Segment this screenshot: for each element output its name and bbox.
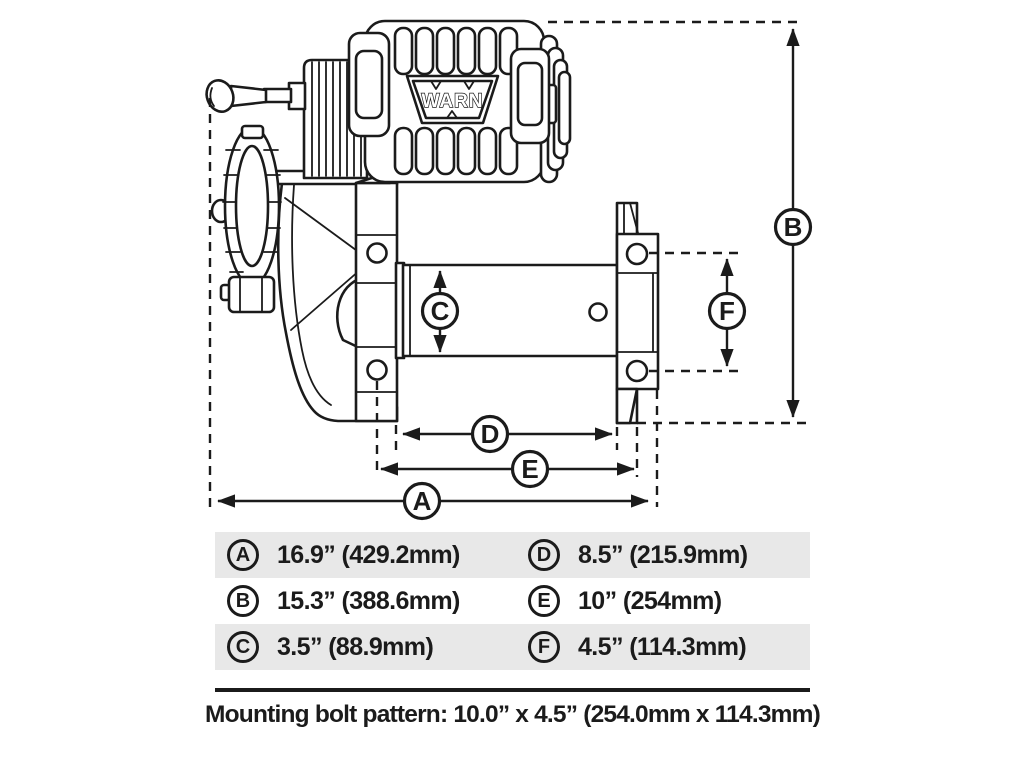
warn-badge: WARN (405, 74, 500, 125)
callout-a-letter: A (413, 486, 432, 516)
lever-knob (205, 79, 235, 113)
table-row: C 3.5” (88.9mm) F 4.5” (114.3mm) (215, 624, 810, 670)
flange-bolt-hole (625, 359, 649, 383)
dimension-value: 10” (254mm) (578, 586, 722, 615)
mount-bolt-hole (366, 242, 388, 264)
table-row: B 15.3” (388.6mm) E 10” (254mm) (215, 578, 810, 624)
callout-b-letter: B (784, 212, 803, 242)
dimension-A: A (217, 481, 649, 521)
row-letter-badge: D (528, 539, 560, 571)
dimension-E: E (380, 449, 635, 489)
row-letter-badge: F (528, 631, 560, 663)
table-cell: A 16.9” (429.2mm) (215, 539, 515, 571)
dimension-table: A 16.9” (429.2mm) D 8.5” (215.9mm) B 15.… (215, 532, 810, 670)
table-cell: C 3.5” (88.9mm) (215, 631, 515, 663)
callout-e-letter: E (521, 454, 538, 484)
table-cell: B 15.3” (388.6mm) (215, 585, 515, 617)
dimension-value: 4.5” (114.3mm) (578, 632, 747, 661)
brand-label: WARN (421, 91, 483, 112)
dimension-callouts: B C F D E (217, 28, 813, 521)
callout-d-letter: D (481, 419, 500, 449)
table-cell: D 8.5” (215.9mm) (515, 539, 810, 571)
dimension-D: D (402, 414, 613, 454)
mounting-bolt-pattern-note: Mounting bolt pattern: 10.0” x 4.5” (254… (205, 701, 821, 728)
row-letter-badge: C (227, 631, 259, 663)
flange-bolt-hole (625, 242, 649, 266)
dimension-B: B (773, 28, 813, 418)
dimension-value: 8.5” (215.9mm) (578, 540, 748, 569)
mount-bolt-hole (366, 359, 388, 381)
extension-lines (208, 20, 806, 508)
clutch-lever (205, 79, 307, 113)
motor-rib-slots (393, 26, 519, 176)
drum-hole (588, 302, 608, 322)
right-mounting-flange (615, 201, 660, 425)
gear-foot (227, 275, 276, 314)
dimension-F: F (707, 258, 747, 367)
table-cell: F 4.5” (114.3mm) (515, 631, 810, 663)
motor-end-cap (539, 34, 572, 184)
table-cell: E 10” (254mm) (515, 585, 810, 617)
motor-housing: WARN (347, 19, 572, 184)
table-row: A 16.9” (429.2mm) D 8.5” (215.9mm) (215, 532, 810, 578)
ring-gear (210, 124, 282, 314)
dimension-value: 15.3” (388.6mm) (277, 586, 460, 615)
callout-f-letter: F (719, 296, 735, 326)
dimension-C: C (420, 270, 460, 353)
winch-diagram: WARN (205, 19, 813, 521)
footer-divider (215, 688, 810, 692)
dimension-value: 3.5” (88.9mm) (277, 632, 434, 661)
row-letter-badge: B (227, 585, 259, 617)
callout-c-letter: C (431, 296, 450, 326)
row-letter-badge: A (227, 539, 259, 571)
dimension-value: 16.9” (429.2mm) (277, 540, 460, 569)
row-letter-badge: E (528, 585, 560, 617)
